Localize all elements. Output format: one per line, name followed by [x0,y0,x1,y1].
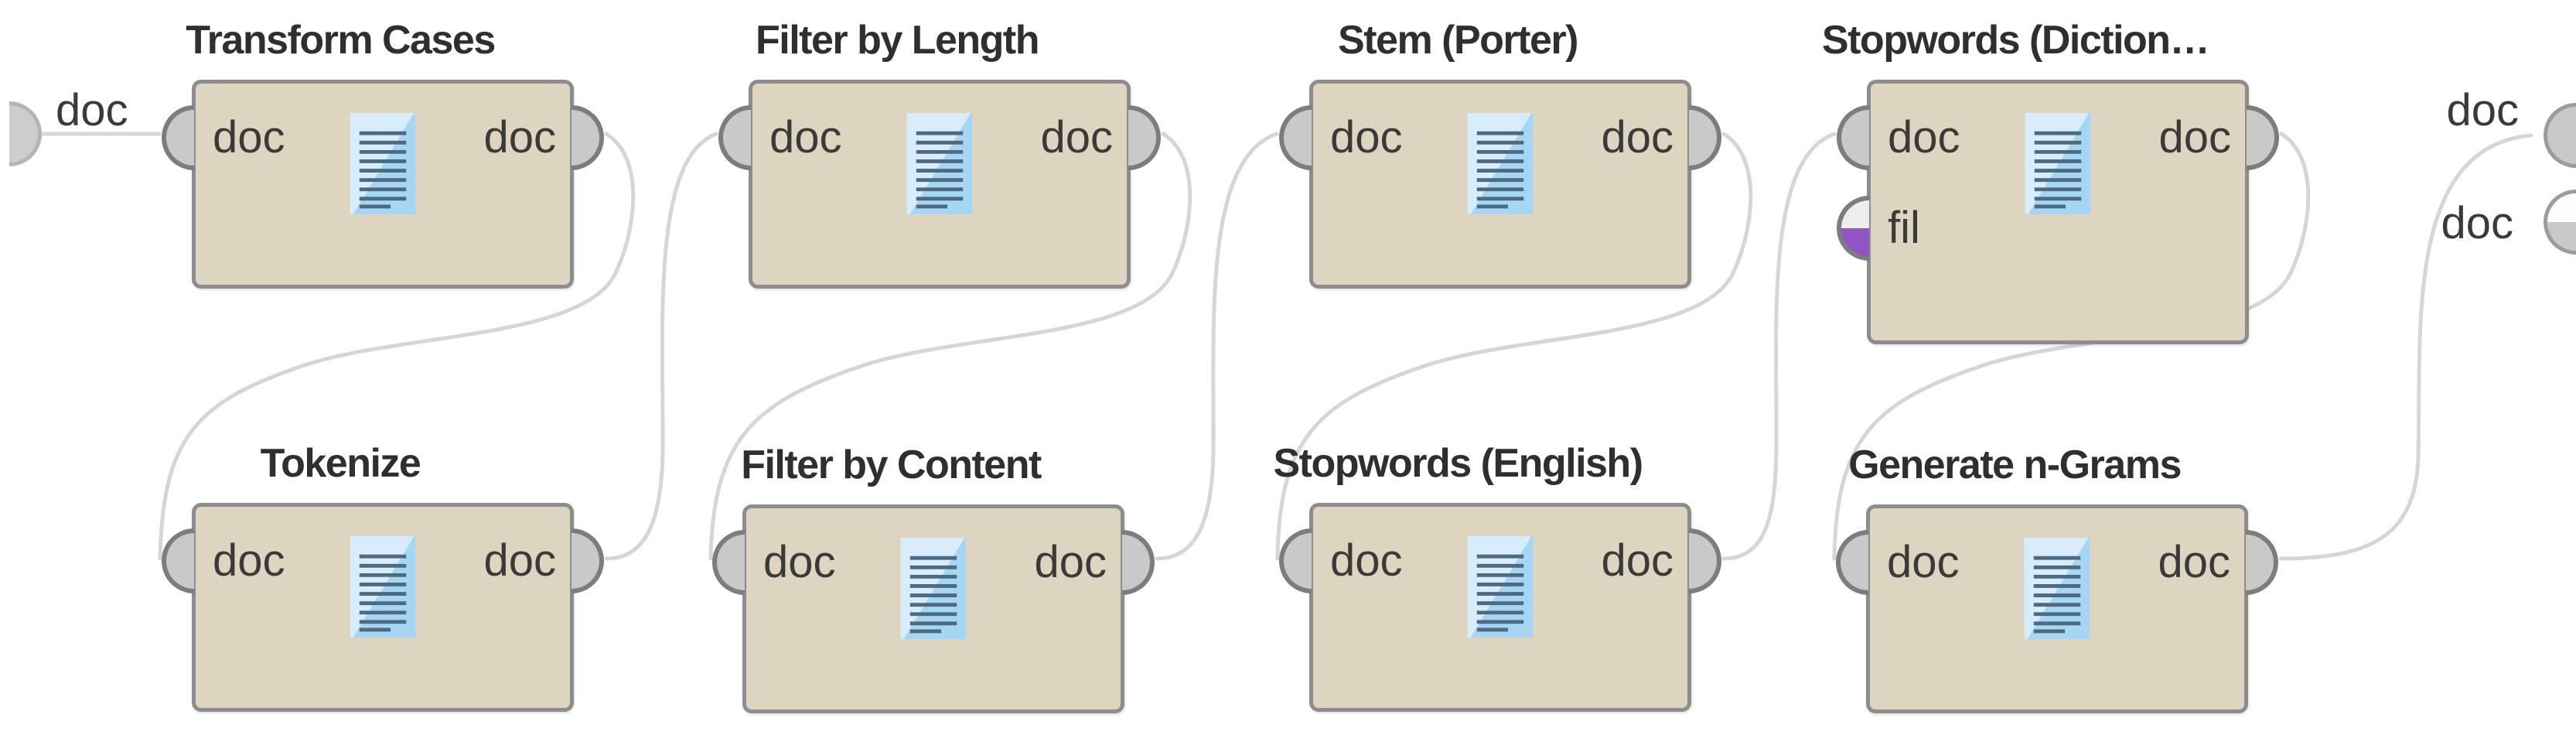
wire-filter-by-content-to-stem-porter[interactable] [1155,132,1279,561]
output-port-label: doc [1601,112,1674,162]
input-port-label: doc [213,112,285,162]
wire-generate-ngrams-to-output[interactable] [2278,133,2533,561]
input-port-label: doc [769,112,842,162]
input-port-label: doc [1888,112,1960,162]
operator-stopwords-english[interactable]: Stopwords (English) doc doc [1273,441,1721,712]
output-port-label: doc [1601,535,1674,586]
output-port-label: doc [1040,112,1113,162]
document-icon [2020,538,2095,639]
process-output-port-1-label: doc [2446,85,2519,135]
operator-title: Stopwords (English) [1273,441,1643,486]
document-icon [1463,536,1538,638]
input-port-label: doc [1330,112,1403,162]
document-icon [346,536,421,638]
document-icon [896,538,971,639]
wire-filter-by-length-to-filter-by-content[interactable] [708,132,1192,561]
operator-title: Stopwords (Diction… [1821,18,2210,63]
document-icon [1463,113,1538,214]
input-port-label: doc [1887,537,1960,587]
operator-title: Generate n-Grams [1848,443,2182,487]
operator-filter-by-content[interactable]: Filter by Content doc doc [712,443,1155,713]
input-port-label: doc [1330,535,1403,586]
process-output-port-2-label: doc [2441,198,2513,248]
wire-stem-porter-to-stopwords-english[interactable] [1275,132,1753,561]
output-port-label: doc [483,535,556,586]
document-icon [2021,113,2096,214]
wire-tokenize-to-filter-by-length[interactable] [604,132,718,561]
operator-stopwords-dictionary[interactable]: Stopwords (Diction… doc fil doc [1822,18,2279,344]
output-port-label: doc [1034,537,1107,587]
operator-generate-ngrams[interactable]: Generate n-Grams doc doc [1836,443,2278,713]
operator-title: Filter by Length [756,18,1040,63]
operator-transform-cases[interactable]: Transform Cases doc doc [162,18,604,289]
wire-stopwords-english-to-stopwords-dictionary[interactable] [1721,132,1837,561]
operator-filter-by-length[interactable]: Filter by Length doc doc [718,18,1161,289]
wire-transform-cases-to-tokenize[interactable] [158,132,636,561]
input-port-fil-label: fil [1888,203,1920,253]
operator-stem-porter[interactable]: Stem (Porter) doc doc [1279,18,1721,289]
output-port-label: doc [2158,537,2230,587]
operator-title: Transform Cases [186,18,496,63]
operator-title: Filter by Content [741,443,1042,487]
input-port-label: doc [213,535,285,586]
document-icon [902,113,978,214]
operator-tokenize[interactable]: Tokenize doc doc [162,441,604,712]
output-port-label: doc [2158,112,2231,162]
operator-title: Tokenize [260,441,421,486]
input-port-label: doc [763,537,836,587]
output-port-label: doc [483,112,556,162]
document-icon [346,113,421,214]
operator-title: Stem (Porter) [1338,18,1578,63]
process-input-port-label: doc [56,85,128,135]
